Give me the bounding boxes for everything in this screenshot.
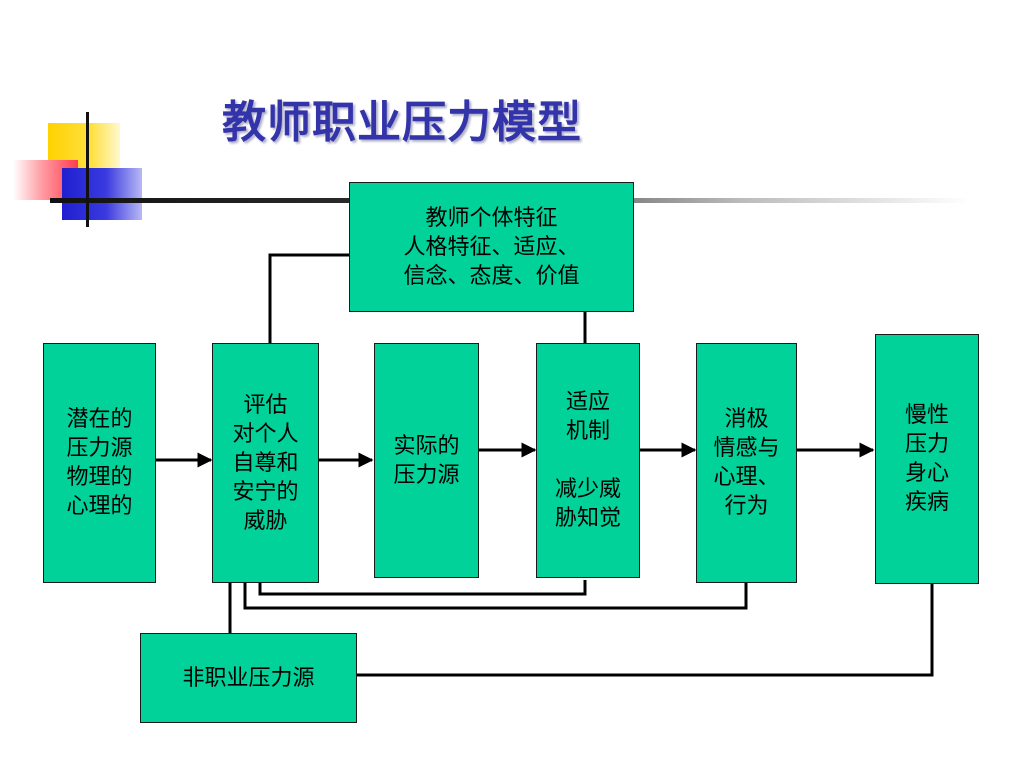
negative-emotion-box: 消极 情感与 心理、 行为 xyxy=(696,343,797,583)
potential-stressors-box: 潜在的 压力源 物理的 心理的 xyxy=(43,343,156,583)
vertical-line-decoration xyxy=(86,112,89,227)
coping-mechanism-box: 适应 机制 减少威 胁知觉 xyxy=(536,343,640,578)
non-occupational-stressors-box: 非职业压力源 xyxy=(140,633,357,723)
actual-stressors-box: 实际的 压力源 xyxy=(374,343,479,578)
line-coping-feedback xyxy=(258,580,587,596)
slide-title: 教师职业压力模型 xyxy=(222,97,582,148)
line-chronic-to-nonoccupational xyxy=(357,584,934,677)
appraisal-box: 评估 对个人 自尊和 安宁的 威胁 xyxy=(212,343,319,583)
line-negative-feedback xyxy=(243,582,748,610)
chronic-stress-box: 慢性 压力 身心 疾病 xyxy=(875,334,979,584)
line-teacher-to-appraisal xyxy=(268,253,350,343)
blue-square-decoration xyxy=(62,168,142,220)
teacher-characteristics-box: 教师个体特征 人格特征、适应、 信念、态度、价值 xyxy=(349,182,634,312)
